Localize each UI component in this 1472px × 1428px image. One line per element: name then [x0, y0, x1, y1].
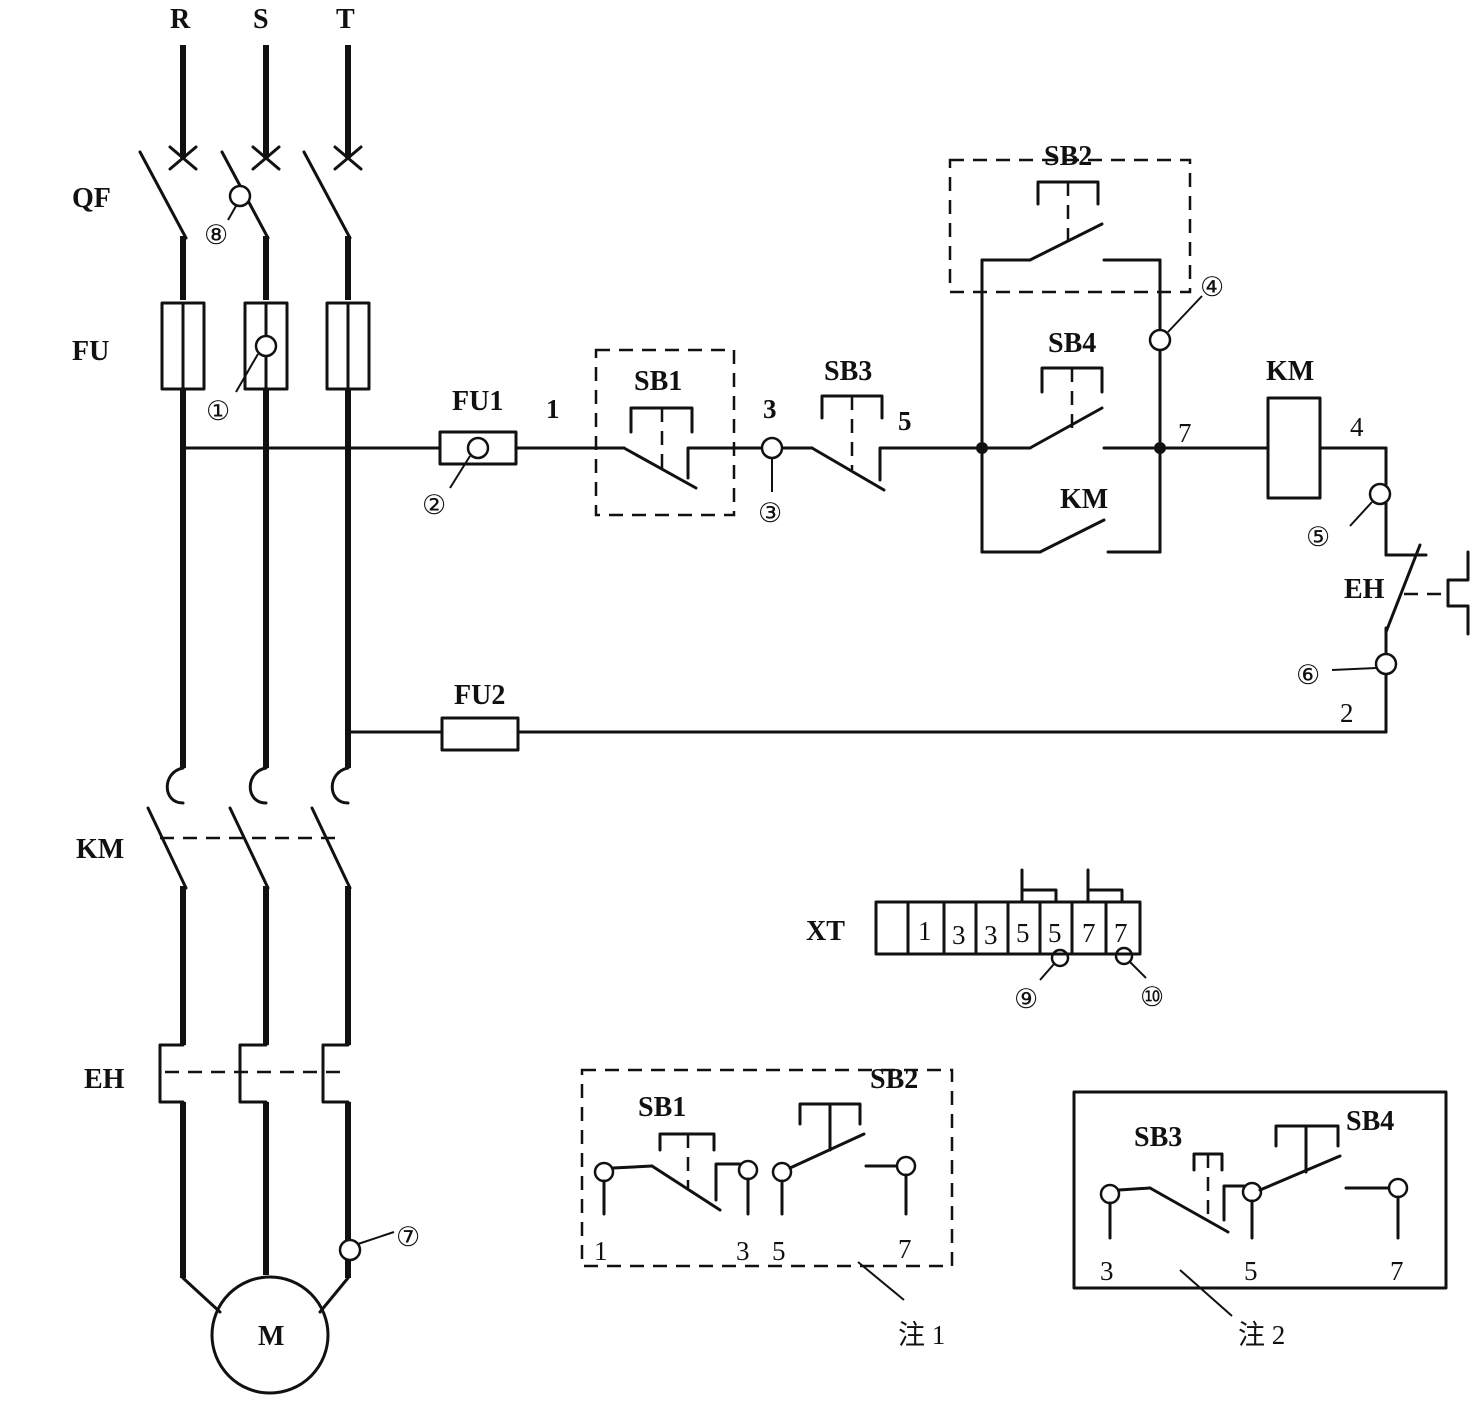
note1-sb1-label: SB1	[638, 1092, 686, 1123]
xt-terminal-6: 7	[1082, 918, 1096, 948]
eh-nc-contact	[1384, 543, 1470, 636]
km-aux-label: KM	[1060, 484, 1108, 515]
xt-label: XT	[806, 916, 845, 947]
note2-sb3-label: SB3	[1134, 1122, 1182, 1153]
qf-label: QF	[72, 183, 111, 214]
xt-terminal-4: 5	[1016, 918, 1030, 948]
fu2-label: FU2	[454, 680, 505, 711]
sb4-label: SB4	[1048, 328, 1096, 359]
note2-caption: 注 2	[1238, 1320, 1285, 1350]
fault-point-10: ⑩	[1140, 982, 1164, 1012]
note1-caption: 注 1	[898, 1320, 945, 1350]
main-power-circuit: R S T QF FU	[72, 4, 371, 1395]
km-main-contacts	[146, 806, 352, 890]
fu2-fuse	[440, 716, 520, 752]
fault-point-2: ②	[422, 490, 446, 520]
fault-point-8: ⑧	[204, 220, 228, 250]
sb2-enclosure	[948, 158, 1192, 294]
fault-point-6: ⑥	[1296, 660, 1320, 690]
motor-label: M	[258, 1321, 284, 1352]
sb1-enclosure	[594, 348, 736, 517]
phase-label-t: T	[336, 4, 355, 35]
xt-terminal-1: 1	[918, 916, 932, 946]
control-circuit: FU1 1 SB1 3 SB3 5 SB2	[181, 141, 1470, 752]
sb4-button	[980, 366, 1162, 450]
note1-terminal-1: 1	[594, 1236, 608, 1266]
km-main-label: KM	[76, 834, 124, 865]
xt-terminal-7: 7	[1114, 918, 1128, 948]
fault-point-7: ⑦	[396, 1222, 420, 1252]
sb1-button	[622, 406, 762, 490]
eh-ctrl-label: EH	[1344, 574, 1385, 605]
xt-terminal-3: 3	[984, 920, 998, 950]
note1-terminal-5: 5	[772, 1236, 786, 1266]
wire-number-1: 1	[546, 394, 560, 424]
wire-number-7: 7	[1178, 418, 1192, 448]
sb2-label: SB2	[1044, 141, 1092, 172]
motor: M	[210, 1275, 330, 1395]
eh-main-label: EH	[84, 1064, 125, 1095]
sb2-button	[980, 180, 1162, 262]
note2-terminal-5: 5	[1244, 1256, 1258, 1286]
sb3-label: SB3	[824, 356, 872, 387]
note1-terminal-3: 3	[736, 1236, 750, 1266]
wire-number-4: 4	[1350, 412, 1364, 442]
km-main-hooks	[165, 766, 350, 805]
note2-terminal-3: 3	[1100, 1256, 1114, 1286]
note2-sb4-label: SB4	[1346, 1106, 1394, 1137]
fault-point-9: ⑨	[1014, 984, 1038, 1014]
note-1-box: SB1 SB2 1 3 5 7 注 1	[580, 1064, 954, 1350]
km-aux-contact	[980, 518, 1162, 554]
fault-points: ① ② ③ ④ ⑤ ⑥ ⑦ ⑧ ⑨ ⑩	[204, 184, 1398, 1262]
wire-number-5: 5	[898, 406, 912, 436]
terminal-strip-xt: XT 1 3 3 5 5 7 7	[806, 868, 1142, 956]
note2-terminal-7: 7	[1390, 1256, 1404, 1286]
fault-point-5: ⑤	[1306, 522, 1330, 552]
phase-label-r: R	[170, 4, 191, 35]
sb1-label: SB1	[634, 366, 682, 397]
fault-point-1: ①	[206, 396, 230, 426]
wire-number-3: 3	[763, 394, 777, 424]
xt-terminal-5: 5	[1048, 918, 1062, 948]
xt-terminal-2: 3	[952, 920, 966, 950]
eh-thermal-element	[158, 1043, 350, 1104]
note-2-box: SB3 SB4 3 5 7 注 2	[1072, 1090, 1448, 1350]
fault-point-3: ③	[758, 498, 782, 528]
note1-terminal-7: 7	[898, 1234, 912, 1264]
note1-sb2-label: SB2	[870, 1064, 918, 1095]
km-coil-label: KM	[1266, 356, 1314, 387]
wire-number-2: 2	[1340, 698, 1354, 728]
fault-point-4: ④	[1200, 272, 1224, 302]
sb3-button	[810, 394, 984, 492]
fu1-label: FU1	[452, 386, 503, 417]
phase-label-s: S	[253, 4, 269, 35]
km-coil	[1266, 396, 1322, 500]
fu-label: FU	[72, 336, 109, 367]
incoming-lines	[168, 45, 363, 171]
